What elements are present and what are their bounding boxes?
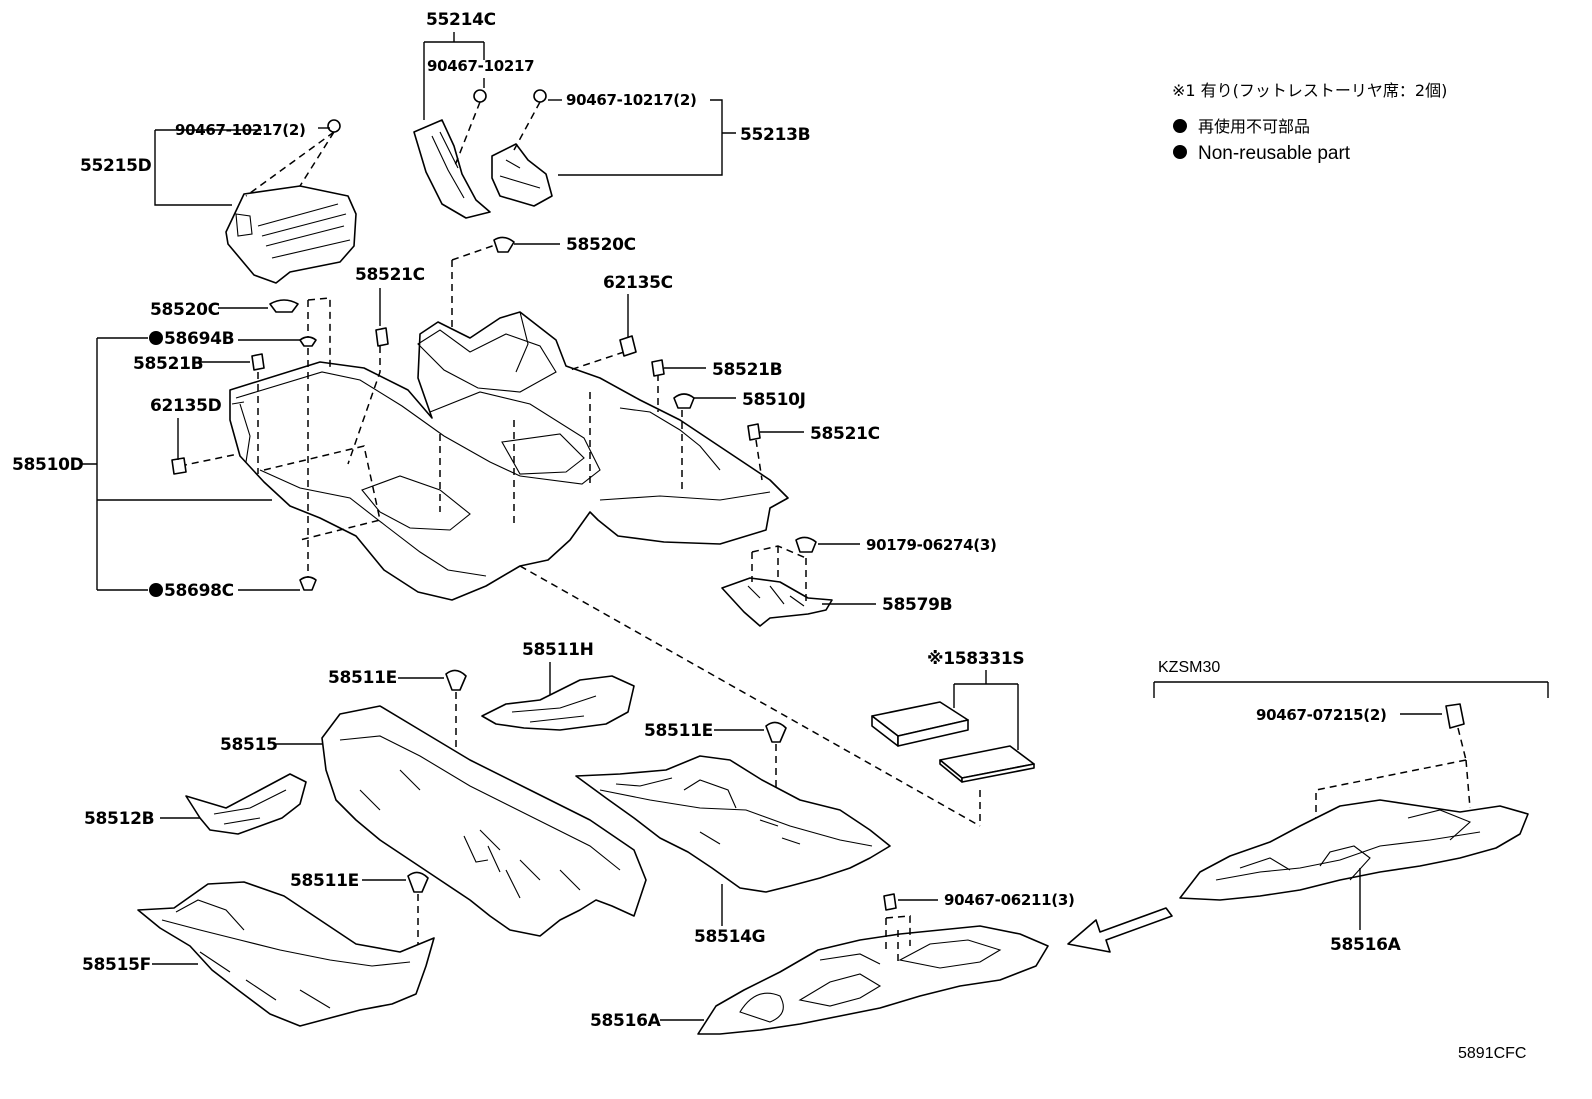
callout-90179-06274-3: 90179-06274(3) bbox=[866, 536, 997, 554]
non-reusable-dot-icon bbox=[149, 331, 163, 345]
part-58511H-drawing bbox=[481, 675, 635, 731]
callout-58511E-bottom: 58511E bbox=[290, 871, 359, 891]
callout-58521B-right: 58521B bbox=[712, 360, 782, 380]
direction-arrow-icon bbox=[1067, 907, 1173, 953]
callout-90467-06211-3: 90467-06211(3) bbox=[944, 891, 1075, 909]
callout-58516A-right: 58516A bbox=[1330, 935, 1402, 955]
callout-58698C: 58698C bbox=[164, 581, 234, 601]
part-58516A-drawing-right bbox=[1179, 799, 1529, 901]
variant-label: KZSM30 bbox=[1158, 659, 1220, 676]
part-58516A-drawing-center bbox=[697, 925, 1049, 1035]
callout-58516A-bottom: 58516A bbox=[590, 1011, 662, 1031]
callout-55214C: 55214C bbox=[426, 10, 496, 30]
callout-58520C-left: 58520C bbox=[150, 300, 220, 320]
non-reusable-dot-icon bbox=[1173, 145, 1187, 159]
part-55215D-drawing bbox=[225, 119, 357, 284]
part-58514G-drawing bbox=[575, 755, 891, 893]
legend-japanese: 再使用不可部品 bbox=[1198, 117, 1310, 136]
part-58512B-drawing bbox=[185, 773, 307, 835]
callout-58521B-left: 58521B bbox=[133, 354, 203, 374]
part-58510D-floor-carpet bbox=[229, 311, 789, 601]
non-reusable-dot-icon bbox=[149, 583, 163, 597]
reference-note: ※1 有り(フットレストーリヤ席：2個) bbox=[1172, 81, 1447, 100]
callout-58521C-top: 58521C bbox=[355, 265, 425, 285]
callout-55215D: 55215D bbox=[80, 156, 152, 176]
callout-90467-10217-2-left: 90467-10217(2) bbox=[175, 121, 306, 139]
fastener-icons bbox=[171, 236, 761, 591]
callout-58515: 58515 bbox=[220, 735, 278, 755]
callout-58520C-right: 58520C bbox=[566, 235, 636, 255]
legend-english: Non-reusable part bbox=[1198, 143, 1351, 164]
part-55214C-drawing bbox=[413, 89, 491, 219]
part-58515F-drawing bbox=[137, 881, 435, 1027]
non-reusable-dot-icon bbox=[1173, 119, 1187, 133]
figure-code: 5891CFC bbox=[1458, 1045, 1526, 1062]
callout-58331S: ※158331S bbox=[927, 649, 1024, 669]
callout-62135C: 62135C bbox=[603, 273, 673, 293]
callout-58511H: 58511H bbox=[522, 640, 594, 660]
part-58331S-drawing bbox=[871, 701, 1035, 783]
callout-58694B: 58694B bbox=[164, 329, 234, 349]
callout-58514G: 58514G bbox=[694, 927, 765, 947]
callout-58511E-mid: 58511E bbox=[644, 721, 713, 741]
callout-62135D: 62135D bbox=[150, 396, 222, 416]
callout-58512B: 58512B bbox=[84, 809, 154, 829]
part-58579B-drawing bbox=[721, 536, 833, 627]
callout-58510J: 58510J bbox=[742, 390, 806, 410]
callout-90467-10217: 90467-10217 bbox=[427, 57, 534, 75]
part-58515-drawing bbox=[321, 705, 647, 937]
callout-58521C-right: 58521C bbox=[810, 424, 880, 444]
legend: ※1 有り(フットレストーリヤ席：2個) 再使用不可部品 Non-reusabl… bbox=[1172, 81, 1447, 164]
callout-58579B: 58579B bbox=[882, 595, 952, 615]
callout-55213B: 55213B bbox=[740, 125, 810, 145]
part-55213B-drawing bbox=[491, 89, 553, 207]
callout-58515F: 58515F bbox=[82, 955, 151, 975]
callout-90467-07215-2: 90467-07215(2) bbox=[1256, 706, 1387, 724]
callout-90467-10217-2-right: 90467-10217(2) bbox=[566, 91, 697, 109]
callout-58511E-top: 58511E bbox=[328, 668, 397, 688]
callout-58510D: 58510D bbox=[12, 455, 84, 475]
